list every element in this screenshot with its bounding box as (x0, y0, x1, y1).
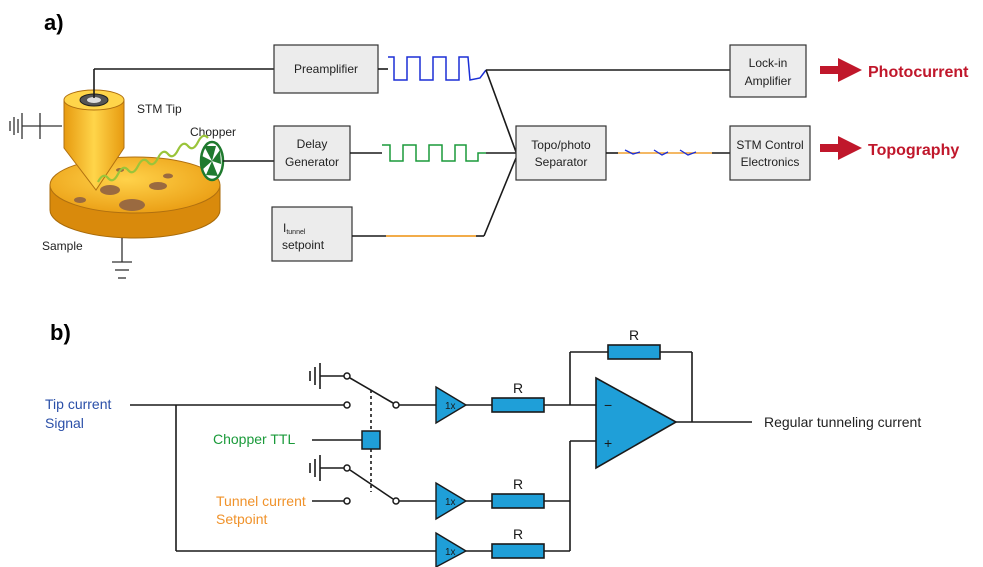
delay-generator-box (273, 125, 351, 181)
itunnel-label: Itunnel (283, 221, 306, 236)
tip-ground-icon (9, 113, 62, 139)
buffer-2-label: 1x (445, 497, 456, 508)
tip-current-label-1: Tip current (45, 396, 112, 412)
switch2-pivot (392, 497, 400, 505)
switch2-contact-bottom (343, 497, 351, 505)
chopper-ttl-label: Chopper TTL (213, 431, 295, 447)
topo-photo-separator-box (515, 125, 607, 181)
chopper-icon (199, 140, 225, 182)
lockin-label-1: Lock-in (749, 56, 788, 70)
tip-current-label-2: Signal (45, 415, 84, 431)
switch1-pivot (392, 401, 400, 409)
op-amp-plus: + (604, 435, 612, 451)
lock-in-amplifier-box (729, 44, 807, 98)
buffer-1: 1x (435, 385, 468, 425)
resistor-2-label: R (513, 476, 523, 492)
feedback-resistor-label: R (629, 327, 639, 343)
itunnel-setpoint-box (271, 206, 353, 262)
stm-control-box (729, 125, 811, 181)
resistor-1-label: R (513, 380, 523, 396)
preamplifier-box (273, 44, 379, 94)
sample-ground-icon (112, 238, 132, 279)
panel-b-label: b) (50, 320, 71, 345)
op-amp-minus: − (604, 397, 612, 413)
switch1-contact-top (343, 372, 351, 380)
switch2-blade (349, 469, 394, 500)
topography-arrow-icon (820, 136, 862, 160)
preamp-signal-wave (388, 56, 487, 81)
lockin-label-2: Amplifier (745, 74, 792, 88)
delay-signal-wave (382, 144, 486, 162)
separator-label-1: Topo/photo (531, 138, 591, 152)
stm-tip-label: STM Tip (137, 102, 182, 116)
preamp-to-separator-wire (485, 69, 517, 153)
stm-label-1: STM Control (736, 138, 803, 152)
switch1-contact-bottom (343, 401, 351, 409)
switch2-ground-icon (309, 455, 345, 481)
setpoint-to-separator-wire (483, 157, 517, 237)
op-amp (595, 376, 678, 470)
switch1-ground-icon (309, 363, 345, 389)
switch2-contact-top (343, 464, 351, 472)
laser-beam (97, 134, 209, 183)
buffer-3: 1x (435, 531, 468, 567)
chopper-label: Chopper (190, 125, 236, 139)
separator-label-2: Separator (535, 155, 588, 169)
tunnel-current-label-1: Tunnel current (216, 493, 306, 509)
resistor-1 (491, 397, 545, 413)
buffer-3-label: 1x (445, 547, 456, 558)
preamplifier-label: Preamplifier (294, 62, 358, 76)
feedback-resistor (607, 344, 661, 360)
stm-tip-icon (63, 89, 125, 191)
delay-label-2: Generator (285, 155, 339, 169)
resistor-2 (491, 493, 545, 509)
itunnel-sub: tunnel (286, 229, 306, 236)
buffer-2: 1x (435, 481, 468, 521)
relay-coil (361, 430, 381, 450)
sample-label: Sample (42, 239, 83, 253)
setpoint-label: setpoint (282, 238, 325, 252)
stm-label-2: Electronics (741, 155, 800, 169)
photocurrent-arrow-icon (820, 58, 862, 82)
resistor-3 (491, 543, 545, 559)
separator-signal-wave-blue (624, 149, 697, 156)
panel-a-label: a) (44, 10, 64, 35)
itunnel-main: I (283, 221, 286, 235)
photocurrent-label: Photocurrent (868, 64, 969, 81)
tunnel-current-label-2: Setpoint (216, 511, 267, 527)
topography-label: Topography (868, 142, 959, 159)
output-label: Regular tunneling current (764, 414, 921, 430)
buffer-1-label: 1x (445, 401, 456, 412)
resistor-3-label: R (513, 526, 523, 542)
delay-label-1: Delay (297, 137, 328, 151)
